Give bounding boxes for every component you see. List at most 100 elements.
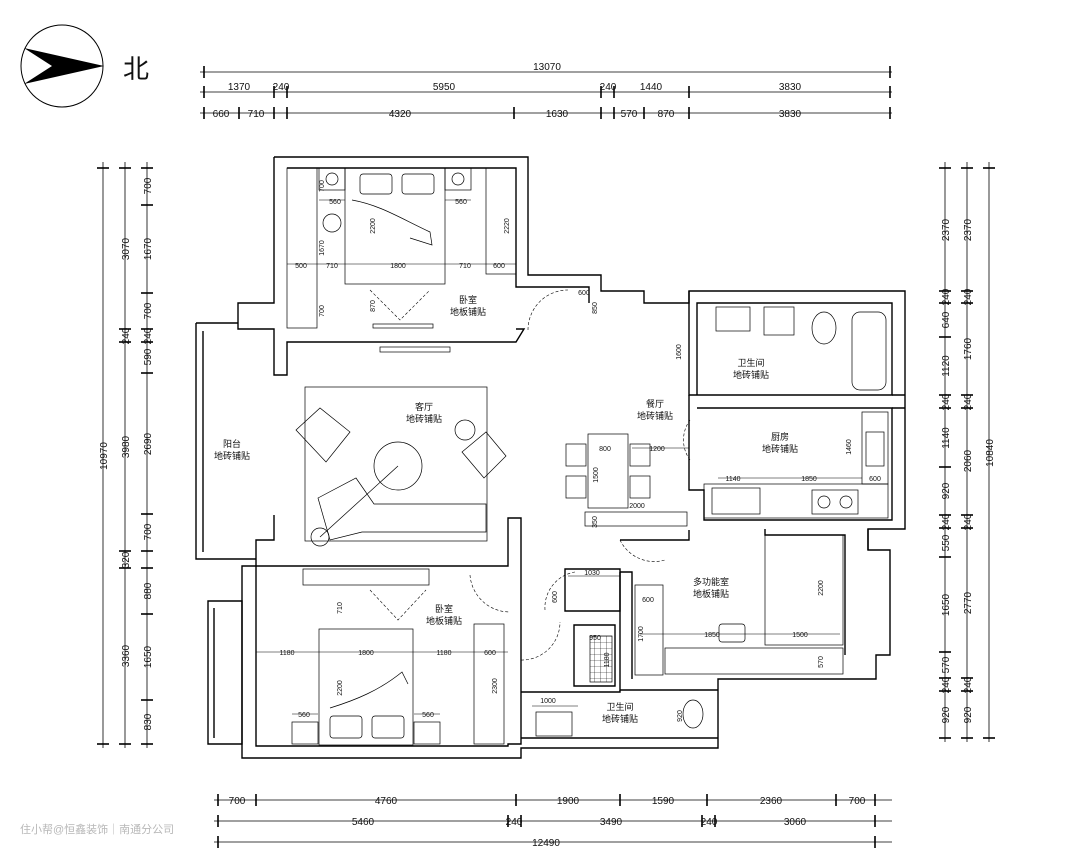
tv-unit (379, 346, 451, 353)
dining-chair (629, 443, 651, 467)
dim-label: 500 (295, 263, 307, 270)
dim-label: 2360 (760, 796, 783, 807)
floor-lamp-icon (310, 527, 330, 547)
dim-label: 1760 (963, 337, 974, 360)
dim-label: 590 (143, 348, 154, 365)
dim-label: 920 (963, 706, 974, 723)
dim-label: 2690 (143, 432, 154, 455)
dim-label: 1850 (801, 476, 817, 483)
dim-label: 800 (599, 446, 611, 453)
dim-label: 2200 (818, 580, 825, 596)
dim-label: 1630 (546, 109, 569, 120)
dim-label: 700 (229, 796, 246, 807)
dim-label: 1120 (941, 355, 952, 377)
dim-label: 700 (319, 305, 326, 317)
dim-label: 710 (337, 602, 344, 614)
stool-icon (322, 213, 342, 233)
dim-label: 2000 (629, 503, 645, 510)
tv-cabinet-south (302, 568, 430, 586)
dim-label: 560 (298, 712, 310, 719)
nightstand (291, 721, 319, 745)
north-compass: 北 (20, 24, 149, 108)
room-floor: 地砖铺贴 (637, 410, 673, 421)
north-arrow-icon (24, 48, 104, 84)
dim-label: 1140 (725, 476, 740, 483)
dim-label: 240 (941, 676, 952, 693)
door-arc (469, 574, 511, 613)
side-table-icon (454, 419, 476, 441)
dim-label: 920 (941, 706, 952, 723)
dim-label: 1850 (704, 632, 720, 639)
dim-label: 240 (273, 82, 290, 93)
inner-dimensions (256, 199, 862, 715)
furniture (286, 167, 889, 746)
dim-label: 1670 (143, 237, 154, 260)
bathtub-icon (851, 311, 887, 391)
dim-label: 1650 (941, 593, 952, 616)
dim-label: 600 (552, 591, 559, 603)
armchair-icon (295, 407, 351, 463)
balcony-outline (195, 322, 256, 560)
room-name: 卧室 (459, 294, 477, 305)
stove-icon (811, 489, 859, 515)
dim-label: 640 (941, 311, 952, 328)
dim-label: 10970 (99, 442, 110, 470)
pillow-icon (359, 173, 393, 195)
dim-label: 240 (941, 288, 952, 305)
door-arc (369, 289, 431, 321)
dim-label: 240 (941, 393, 952, 410)
dim-label: 710 (248, 109, 265, 120)
lamp-icon (451, 172, 465, 186)
dim-label: 880 (143, 582, 154, 599)
nightstand (413, 721, 441, 745)
lamp-icon (325, 172, 339, 186)
dim-label: 700 (319, 180, 326, 192)
lamp-arm (319, 465, 399, 538)
multi-room-wall (619, 529, 869, 691)
burner-icon (817, 495, 831, 509)
dim-label: 2220 (504, 218, 511, 234)
kitchen-sink-icon (865, 431, 885, 467)
room-floor: 地砖铺贴 (602, 713, 638, 724)
dim-label: 570 (621, 109, 638, 120)
bathroom-small (573, 624, 616, 687)
dim-label: 560 (422, 712, 434, 719)
dim-label: 600 (642, 597, 654, 604)
dim-label: 950 (589, 635, 601, 642)
room-floor: 地砖铺贴 (214, 450, 250, 461)
dim-label: 3360 (121, 644, 132, 667)
dim-label: 2370 (941, 218, 952, 241)
room-name: 厨房 (771, 431, 789, 442)
kitchen-double-sink (711, 487, 761, 515)
dim-label: 2200 (370, 218, 377, 234)
walls (195, 156, 906, 759)
north-bath-wall (688, 291, 893, 521)
dim-label: 240 (963, 513, 974, 530)
burner-icon (839, 495, 853, 509)
room-floor: 地板铺贴 (693, 588, 729, 599)
dim-label: 240 (963, 393, 974, 410)
dim-label: 570 (818, 656, 825, 668)
armchair-icon (461, 431, 507, 479)
dim-label: 1500 (792, 632, 808, 639)
pillow-icon (329, 715, 363, 739)
dim-label: 240 (963, 676, 974, 693)
dim-label: 1180 (436, 650, 451, 657)
dim-label: 600 (869, 476, 881, 483)
dim-label: 4320 (389, 109, 412, 120)
dim-label: 560 (455, 199, 467, 206)
dim-label: 3060 (784, 817, 807, 828)
dim-label: 600 (578, 290, 590, 297)
dim-label: 1800 (358, 650, 374, 657)
toilet-icon (682, 699, 704, 729)
dim-label: 2060 (963, 449, 974, 472)
dim-label: 240 (941, 513, 952, 530)
sw-balcony (207, 600, 243, 745)
multi-shelf (634, 584, 664, 676)
dim-label: 700 (143, 523, 154, 540)
multi-desk (664, 647, 844, 675)
dim-label: 1140 (941, 427, 952, 449)
door-arc (544, 571, 576, 611)
door-arc (520, 621, 561, 661)
